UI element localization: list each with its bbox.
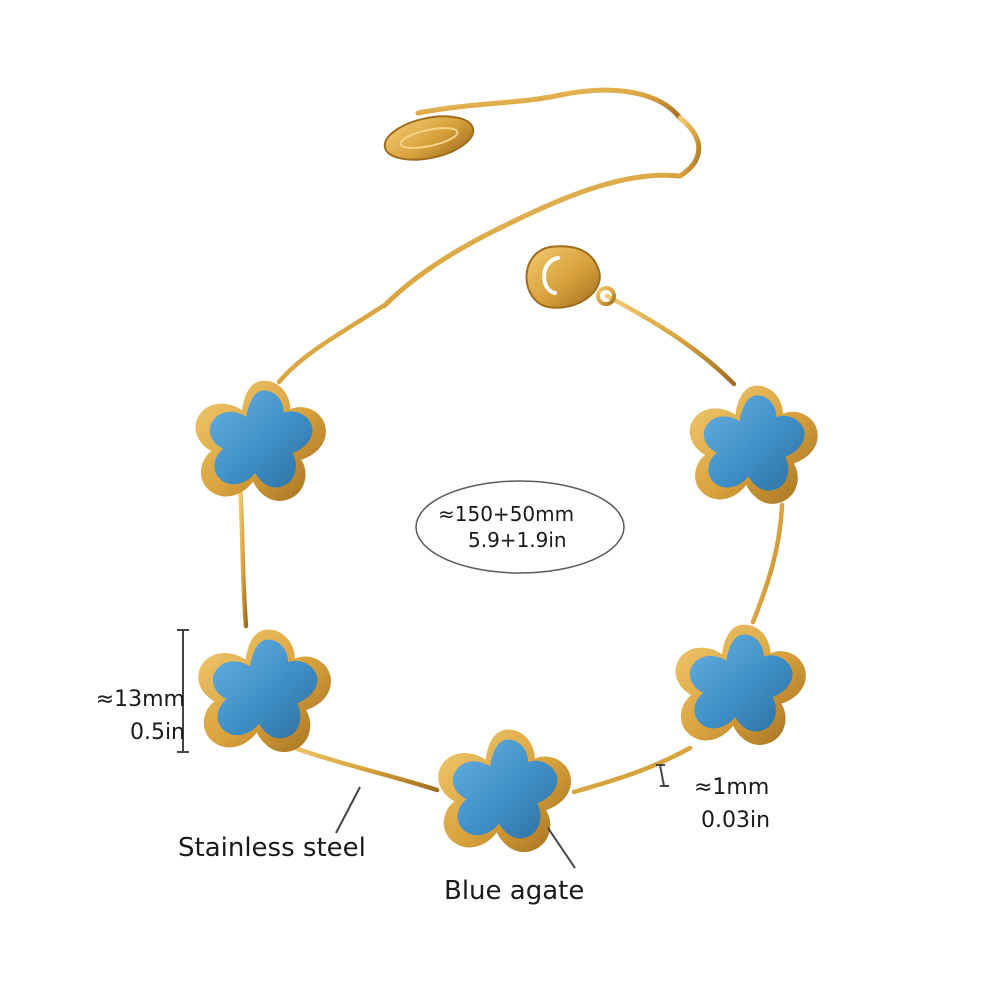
dimension-lines <box>177 629 669 869</box>
chain-secondary-label: 0.03in <box>701 808 771 833</box>
brand-tag <box>383 115 475 161</box>
tag-engraving-lines <box>399 127 459 149</box>
clasp-ring <box>596 286 616 306</box>
chain-bottom-right <box>571 745 693 795</box>
extender-chain-line <box>381 172 683 309</box>
length-primary-label: ≈150+50mm <box>438 502 575 526</box>
clasp-highlight <box>542 256 560 295</box>
width-primary-label: ≈13mm <box>95 687 185 712</box>
main-chain <box>237 293 785 795</box>
flower-charm-top-right <box>689 385 818 504</box>
material-steel-label: Stainless steel <box>178 833 366 863</box>
flower-charm-middle-left <box>198 629 331 753</box>
chain-left-middle <box>237 484 249 629</box>
extender-chain-curve <box>677 115 702 179</box>
chain-right-middle <box>750 502 785 625</box>
tag <box>383 115 475 161</box>
length-oval <box>415 480 625 574</box>
blue-agate-pointer <box>547 827 576 869</box>
lobster-clasp <box>525 245 601 309</box>
chain-thickness-line <box>659 764 665 787</box>
material-stone-label: Blue agate <box>444 876 585 906</box>
chain-top-right <box>604 293 737 387</box>
width-secondary-label: 0.5in <box>129 720 185 745</box>
flower-charm-middle-right <box>675 624 806 745</box>
chain-bottom-left <box>280 741 440 793</box>
upper-extender-chain-line <box>415 87 683 121</box>
clasp <box>525 245 616 309</box>
extender-chain <box>381 87 702 309</box>
stainless-steel-pointer <box>335 786 361 834</box>
chain-top-left <box>276 303 386 385</box>
flower-charm-bottom-center <box>438 729 571 853</box>
chain-primary-label: ≈1mm <box>694 775 770 800</box>
length-secondary-label: 5.9+1.9in <box>468 528 567 552</box>
flower-charm-top-left <box>195 380 326 501</box>
